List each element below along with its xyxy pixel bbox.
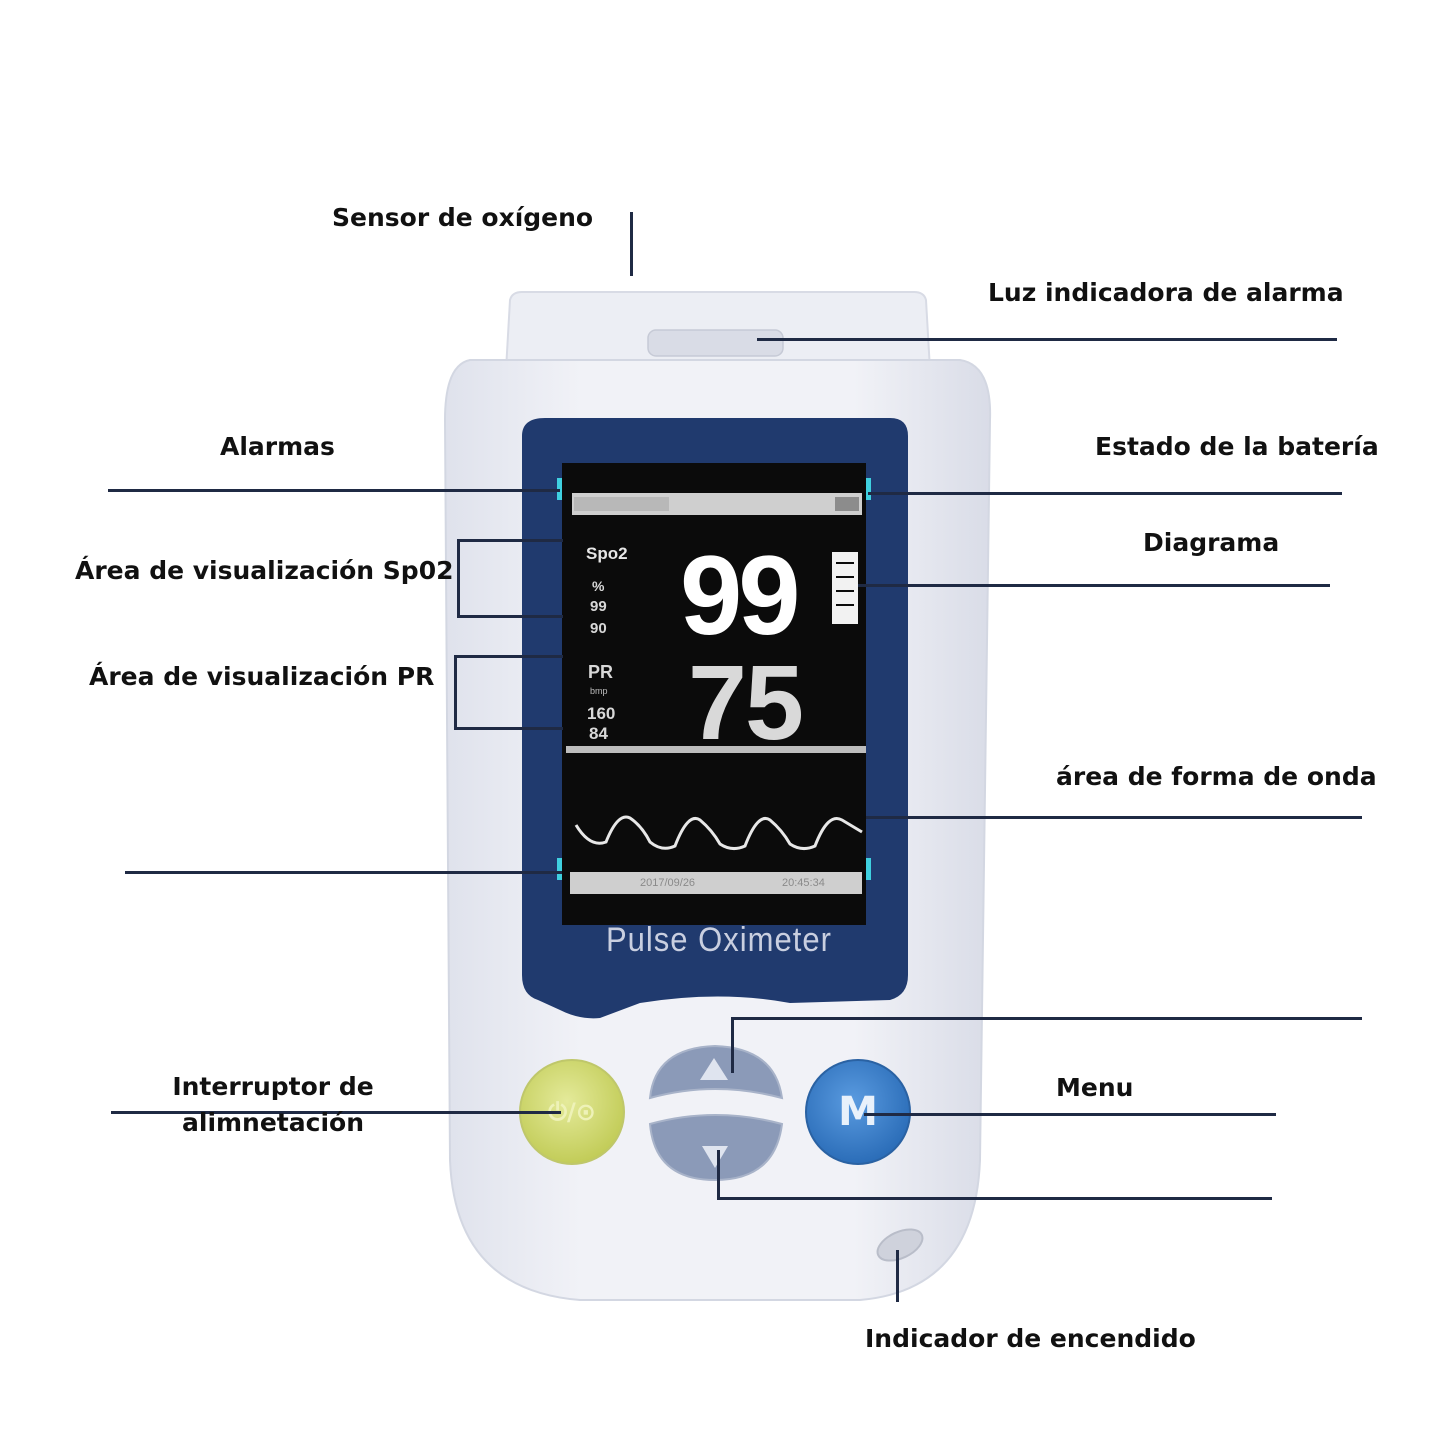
pr-unit: bmp xyxy=(590,686,608,696)
bracket-pr-bottom xyxy=(454,727,563,730)
menu-button-label: M xyxy=(838,1089,878,1135)
down-button[interactable] xyxy=(650,1110,782,1180)
date-text: 2017/09/26 xyxy=(640,877,696,889)
leader-bottom-left xyxy=(125,871,562,874)
label-menu: Menu xyxy=(1056,1073,1134,1102)
spo2-title: Spo2 xyxy=(586,544,628,563)
pr-low-limit: 84 xyxy=(589,724,608,743)
menu-button-shape xyxy=(805,1059,911,1165)
pleth-waveform xyxy=(574,815,863,851)
label-power-indicator: Indicador de encendido xyxy=(865,1324,1196,1353)
spo2-value: 99 xyxy=(680,533,801,658)
spo2-unit: % xyxy=(592,578,605,594)
date-bar xyxy=(570,872,862,894)
spo2-low-limit: 90 xyxy=(590,620,607,637)
battery-icon xyxy=(835,497,859,511)
reading-divider xyxy=(566,746,866,753)
leader-alarm-light xyxy=(757,338,1337,341)
label-alarm-light: Luz indicadora de alarma xyxy=(988,278,1344,307)
up-button[interactable] xyxy=(650,1046,782,1098)
menu-button[interactable]: M xyxy=(806,1060,910,1164)
power-indicator-led xyxy=(876,1228,924,1262)
alarm-light xyxy=(647,329,784,357)
leader-diagram xyxy=(858,584,1330,587)
label-battery-status: Estado de la batería xyxy=(1095,432,1379,461)
leader-power-switch xyxy=(111,1111,561,1114)
pr-high-limit: 160 xyxy=(587,704,616,723)
label-pr-area: Área de visualización PR xyxy=(89,662,435,691)
leader-down-vertical xyxy=(717,1150,720,1200)
bar-graph xyxy=(832,552,858,624)
alarm-indicator-left-bottom xyxy=(557,858,562,880)
leader-alarms xyxy=(108,489,560,492)
alarm-indicator-right-top xyxy=(866,478,871,500)
leader-down-horizontal xyxy=(717,1197,1272,1200)
spo2-high-limit: 99 xyxy=(590,598,607,615)
bracket-spo2-side xyxy=(457,539,460,618)
label-waveform-area: área de forma de onda xyxy=(1056,762,1377,791)
label-power-switch-line2: alimnetación xyxy=(182,1108,364,1137)
leader-up-vertical xyxy=(731,1017,734,1073)
bracket-spo2-top xyxy=(457,539,563,542)
bracket-spo2-bottom xyxy=(457,615,563,618)
label-power-switch: Interruptor de alimnetación xyxy=(160,1072,386,1138)
pr-title: PR xyxy=(588,662,614,682)
leader-battery xyxy=(868,492,1342,495)
pr-value: 75 xyxy=(688,644,804,762)
leader-oxygen-sensor xyxy=(630,212,633,276)
leader-power-indicator xyxy=(896,1250,899,1302)
label-spo2-area: Área de visualización Sp02 xyxy=(75,556,454,585)
label-diagram: Diagrama xyxy=(1143,528,1280,557)
bracket-pr-top xyxy=(454,655,563,658)
down-arrow-icon xyxy=(702,1146,728,1168)
up-arrow-icon xyxy=(700,1058,728,1080)
leader-up-horizontal xyxy=(731,1017,1362,1020)
leader-menu xyxy=(864,1113,1276,1116)
label-oxygen-sensor: Sensor de oxígeno xyxy=(332,203,594,232)
brand-text: Pulse Oximeter xyxy=(606,920,832,959)
leader-waveform xyxy=(866,816,1362,819)
time-text: 20:45:34 xyxy=(782,877,825,889)
label-power-switch-line1: Interruptor de xyxy=(172,1072,374,1101)
alarm-indicator-right-bottom xyxy=(866,858,871,880)
label-alarms: Alarmas xyxy=(220,432,335,461)
lcd-screen xyxy=(562,463,866,925)
bracket-pr-side xyxy=(454,655,457,730)
